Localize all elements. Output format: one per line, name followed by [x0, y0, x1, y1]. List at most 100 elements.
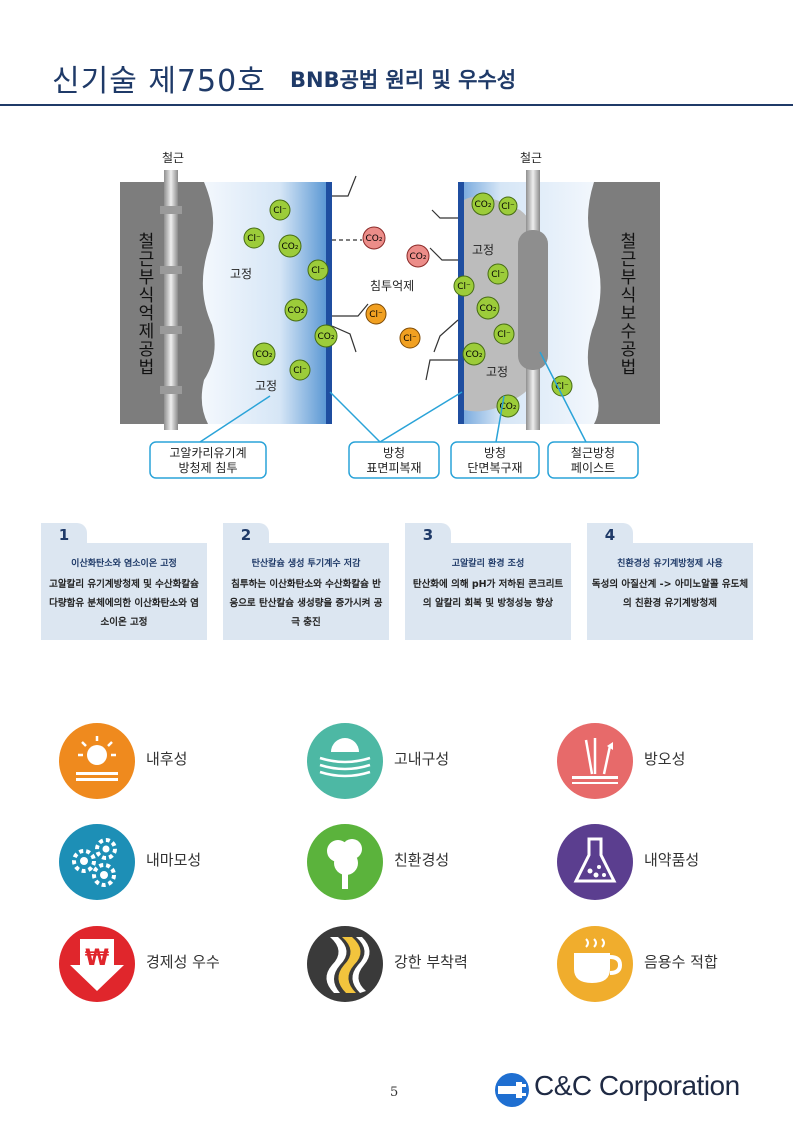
cl-ion-6: Cl⁻: [453, 275, 475, 297]
reflect-icon: [557, 723, 633, 799]
co2-molecule-8: CO₂: [462, 342, 486, 366]
page-header: 신기술 제750호 BNB공법 원리 및 우수성: [0, 0, 793, 106]
cl-ion-5: Cl⁻: [487, 263, 509, 285]
svg-text:Cl⁻: Cl⁻: [555, 382, 569, 392]
fix-label-right-bottom: 고정: [486, 365, 508, 379]
feature-label: 음용수 적합: [644, 953, 718, 971]
svg-text:방청제 침투: 방청제 침투: [178, 461, 237, 475]
fix-label-left-top: 고정: [230, 267, 252, 281]
svg-text:CO₂: CO₂: [256, 350, 273, 360]
feature-eco-friendly: 친환경성: [306, 823, 526, 903]
svg-text:CO₂: CO₂: [410, 252, 427, 262]
svg-text:페이스트: 페이스트: [571, 461, 615, 475]
svg-text:철근방청: 철근방청: [571, 446, 615, 460]
left-rebar: [164, 170, 178, 430]
svg-text:CO₂: CO₂: [480, 304, 497, 314]
step-card-3: 3 고알칼리 환경 조성 탄산화에 의해 pH가 저하된 콘크리트의 알칼리 회…: [405, 523, 571, 640]
svg-text:CO₂: CO₂: [466, 350, 483, 360]
svg-text:표면피복재: 표면피복재: [366, 461, 421, 475]
svg-text:CO₂: CO₂: [318, 332, 335, 342]
feature-label: 강한 부착력: [394, 953, 468, 971]
callout-section-repair: 방청 단면복구재: [450, 441, 540, 479]
svg-text:CO₂: CO₂: [288, 306, 305, 316]
step-title: 탄산칼슘 생성 투기계수 저감: [251, 559, 361, 569]
svg-text:CO₂: CO₂: [475, 200, 492, 210]
step-card-4: 4 친환경성 유기계방청제 사용 독성의 아질산계 -> 아미노알콜 유도체의 …: [587, 523, 753, 640]
sun-icon: [59, 723, 135, 799]
svg-text:Cl⁻: Cl⁻: [491, 270, 505, 280]
feature-stain-resistance: 방오성: [556, 722, 776, 802]
co2-molecule-3: CO₂: [284, 298, 308, 322]
left-side-label: 철근부식억제공법: [134, 232, 154, 376]
step-description: 고알칼리 유기계방청제 및 수산화칼슘 다량함유 분체에의한 이산화탄소와 염소…: [49, 579, 199, 628]
page-subtitle: BNB공법 원리 및 우수성: [290, 68, 517, 92]
svg-text:Cl⁻: Cl⁻: [497, 330, 511, 340]
svg-text:Cl⁻: Cl⁻: [273, 206, 287, 216]
svg-text:Cl⁻: Cl⁻: [403, 334, 417, 344]
step-number: 3: [405, 523, 451, 545]
step-description: 탄산화에 의해 pH가 저하된 콘크리트의 알칼리 회복 및 방청성능 향상: [412, 579, 564, 609]
svg-text:Cl⁻: Cl⁻: [369, 310, 383, 320]
page-title: 신기술 제750호: [52, 64, 266, 99]
callout-surface-coating: 방청 표면피복재: [348, 441, 440, 479]
step-number: 4: [587, 523, 633, 545]
svg-text:Cl⁻: Cl⁻: [247, 234, 261, 244]
cl-ion-3: Cl⁻: [289, 359, 311, 381]
company-name: C&C Corporation: [534, 1070, 740, 1101]
svg-text:방청: 방청: [484, 446, 506, 460]
feature-strong-adhesion: 강한 부착력: [306, 925, 526, 1005]
svg-text:₩: ₩: [85, 946, 109, 971]
co2-blocked-2: CO₂: [406, 244, 430, 268]
rebar-left-label: 철근: [162, 151, 184, 165]
flask-icon: [557, 824, 633, 900]
callout-penetrant: 고알카리유기계 방청제 침투: [149, 441, 267, 479]
step-title: 친환경성 유기계방청제 사용: [617, 559, 723, 569]
won-down-icon: ₩: [59, 926, 135, 1002]
svg-text:CO₂: CO₂: [282, 242, 299, 252]
step-title: 이산화탄소와 염소이온 고정: [71, 559, 177, 569]
svg-text:Cl⁻: Cl⁻: [501, 202, 515, 212]
company-logo-icon: [495, 1073, 529, 1107]
gears-icon: [59, 824, 135, 900]
step-description: 독성의 아질산계 -> 아미노알콜 유도체의 친환경 유기계방청제: [591, 579, 749, 609]
feature-abrasion-resistance: 내마모성: [58, 823, 278, 903]
layers-icon: [307, 723, 383, 799]
feature-label: 내약품성: [644, 851, 700, 869]
fix-label-right-top: 고정: [472, 243, 494, 257]
cl-blocked-2: Cl⁻: [399, 327, 421, 349]
co2-molecule-5: CO₂: [252, 342, 276, 366]
right-side-label: 철근부식보수공법: [616, 232, 636, 376]
tree-icon: [307, 824, 383, 900]
feature-label: 내마모성: [146, 851, 202, 869]
step-number: 2: [223, 523, 269, 545]
co2-molecule-4: CO₂: [314, 324, 338, 348]
feature-label: 방오성: [644, 750, 686, 768]
feature-weather-resistance: 내후성: [58, 722, 278, 802]
step-description: 침투하는 이산화탄소와 수산화칼슘 반응으로 탄산칼슘 생성량을 증가시켜 공극…: [229, 579, 383, 628]
cl-ion-1: Cl⁻: [243, 227, 265, 249]
co2-molecule-6: CO₂: [471, 192, 495, 216]
step-number: 1: [41, 523, 87, 545]
co2-blocked-1: CO₂: [362, 226, 386, 250]
feature-chemical-resistance: 내약품성: [556, 823, 776, 903]
step-title: 고알칼리 환경 조성: [451, 559, 525, 569]
svg-text:방청: 방청: [383, 446, 405, 460]
cl-ion-2: Cl⁻: [307, 259, 329, 281]
cl-ion-8: Cl⁻: [551, 375, 573, 397]
feature-label: 친환경성: [394, 851, 450, 869]
fix-label-left-bottom: 고정: [255, 379, 277, 393]
cl-blocked-1: Cl⁻: [365, 303, 387, 325]
svg-text:Cl⁻: Cl⁻: [311, 266, 325, 276]
header-divider: [0, 104, 793, 106]
rebar-right-label: 철근: [520, 151, 542, 165]
cup-icon: [557, 926, 633, 1002]
co2-molecule-1: Cl⁻: [269, 199, 291, 221]
svg-text:Cl⁻: Cl⁻: [293, 366, 307, 376]
rebar-paste: [518, 230, 548, 370]
svg-text:단면복구재: 단면복구재: [467, 461, 522, 475]
feature-label: 경제성 우수: [146, 953, 220, 971]
page-number: 5: [390, 1085, 399, 1100]
feature-durability: 고내구성: [306, 722, 526, 802]
svg-text:CO₂: CO₂: [366, 234, 383, 244]
bnb-principle-diagram: 철근부식억제공법 철근 철근부식보수공법 철근 고정 고정 고정 고정 침투억제…: [120, 151, 660, 479]
